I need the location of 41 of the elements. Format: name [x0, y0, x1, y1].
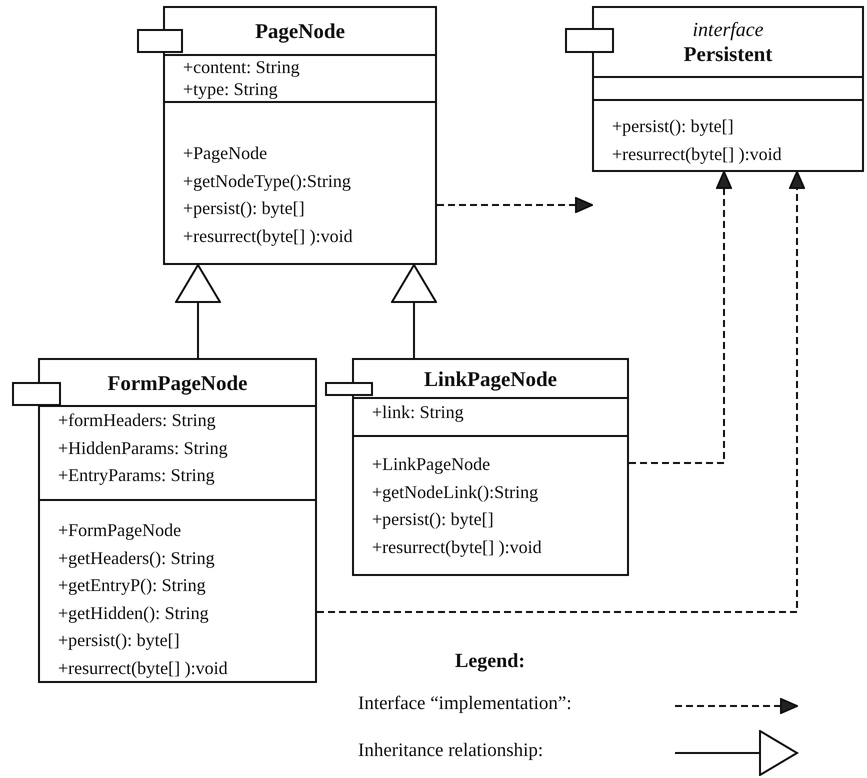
- compartment: [40, 499, 315, 681]
- class-box: [352, 358, 629, 576]
- dashed-arrow: [317, 171, 805, 613]
- method-text: +FormPageNode: [58, 519, 182, 542]
- attribute-text: +link: String: [372, 401, 464, 424]
- method-text: +getNodeType():String: [183, 170, 351, 193]
- attribute-text: +EntryParams: String: [58, 464, 215, 487]
- method-text: +persist(): byte[]: [372, 508, 494, 531]
- method-text: +getNodeLink():String: [372, 480, 538, 504]
- class-box: [592, 6, 864, 172]
- inheritance-arrow: [391, 264, 437, 358]
- attribute-text: +content: String: [183, 56, 300, 78]
- class-name: LinkPageNode: [424, 366, 557, 390]
- method-text: +persist(): byte[]: [183, 197, 305, 220]
- stereotype-text: interface: [692, 18, 764, 42]
- legend-title: Legend:: [455, 650, 525, 673]
- method-text: +resurrect(byte[] ):void: [372, 536, 542, 559]
- method-text: +resurrect(byte[] ):void: [612, 142, 782, 166]
- method-text: +persist(): byte[]: [58, 629, 180, 652]
- method-text: +persist(): byte[]: [612, 115, 734, 138]
- attribute-text: +type: String: [183, 78, 278, 100]
- class-name: Persistent: [684, 42, 772, 66]
- method-text: +getHeaders(): String: [58, 546, 215, 570]
- method-text: +getEntryP(): String: [58, 574, 206, 597]
- dashed-arrow: [437, 197, 593, 213]
- method-text: +resurrect(byte[] ):void: [183, 224, 353, 248]
- method-text: +LinkPageNode: [372, 453, 490, 476]
- inheritance-arrow: [175, 264, 221, 358]
- method-text: +resurrect(byte[] ):void: [58, 656, 228, 680]
- compartment: [165, 54, 435, 101]
- attribute-text: +formHeaders: String: [58, 409, 216, 432]
- legend-text: Inheritance relationship:: [358, 740, 544, 762]
- class-name: PageNode: [255, 19, 345, 43]
- class-name: FormPageNode: [108, 370, 248, 394]
- class-box: [38, 358, 317, 683]
- legend-text: Interface “implementation”:: [358, 693, 572, 715]
- dashed-arrow: [629, 171, 732, 464]
- method-text: +getHidden(): String: [58, 602, 209, 625]
- attribute-text: +HiddenParams: String: [58, 436, 228, 460]
- class-box: [163, 6, 437, 265]
- method-text: +PageNode: [183, 142, 268, 165]
